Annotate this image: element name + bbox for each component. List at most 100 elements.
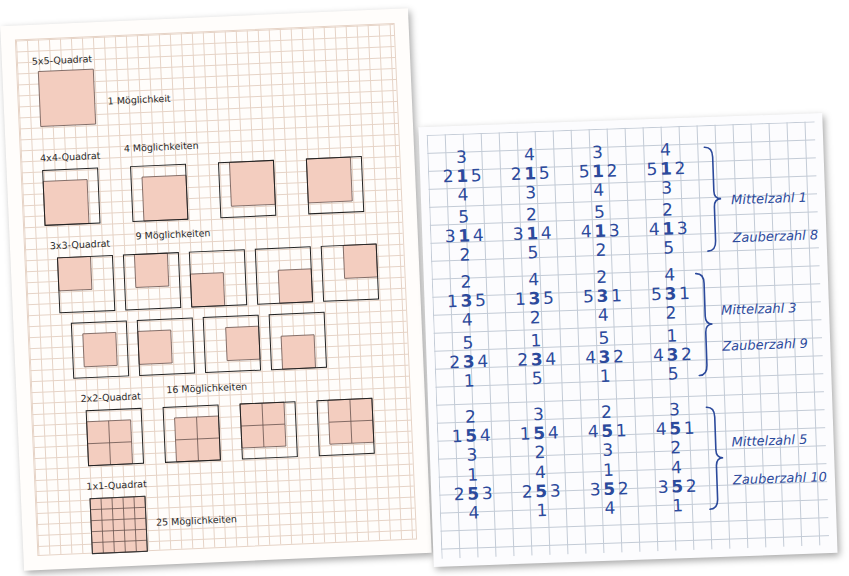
- cross-number: 4: [477, 352, 488, 370]
- cross-number: 1: [660, 159, 672, 177]
- cross-number: 3: [598, 348, 610, 366]
- cross-number: 1: [524, 164, 536, 182]
- frame-5x5: [57, 255, 114, 312]
- cross-number: 1: [467, 465, 478, 483]
- cross-number: 3: [596, 287, 608, 305]
- cross-number: 1: [526, 224, 538, 242]
- cross-number: 2: [534, 443, 545, 461]
- grid-line: [329, 420, 373, 422]
- cross-number: 3: [657, 478, 668, 496]
- cross-number: 3: [482, 484, 493, 502]
- square-3x3: [138, 330, 172, 364]
- cross-number: 5: [651, 285, 662, 303]
- cross-number: 4: [653, 346, 664, 364]
- cross-number: 2: [529, 308, 540, 326]
- cross-number: 2: [465, 407, 476, 425]
- frame-5x5: [90, 496, 147, 553]
- cross-number: 1: [615, 421, 626, 439]
- grid-line: [88, 442, 132, 444]
- cross-number: 1: [611, 286, 622, 304]
- cross-number: 3: [549, 481, 560, 499]
- cross-number: 1: [683, 419, 694, 437]
- cross-number: 3: [513, 225, 524, 243]
- cross-number: 3: [530, 350, 542, 368]
- cross-number: 3: [661, 178, 672, 196]
- cross-number: 4: [547, 423, 558, 441]
- frame-5x5: [218, 160, 275, 217]
- grid-line: [134, 497, 136, 552]
- cross-number: 3: [676, 219, 687, 237]
- cross-number: 2: [517, 351, 528, 369]
- cross-number: 2: [674, 159, 685, 177]
- frame-5x5: [306, 157, 363, 214]
- cross-number: 2: [613, 347, 624, 365]
- cross-number: 4: [671, 458, 682, 476]
- squares-2x2: [175, 416, 221, 462]
- cross-number: 5: [543, 289, 554, 307]
- frame-5x5: [240, 402, 297, 459]
- cross-number: 1: [600, 367, 611, 385]
- cross-number: 2: [442, 167, 453, 185]
- square-4x4: [229, 160, 275, 206]
- cross-number: 3: [602, 441, 613, 459]
- grid-line: [112, 498, 114, 553]
- cross-number: 4: [457, 185, 468, 203]
- frame-5x5: [317, 398, 374, 455]
- cross-number: 4: [524, 145, 535, 163]
- frame-5x5: [255, 247, 312, 304]
- cross-number: 2: [526, 205, 537, 223]
- cross-number: 1: [530, 331, 541, 349]
- square-3x3: [278, 269, 312, 303]
- square-3x3: [83, 332, 117, 366]
- square-illustration: [0, 8, 431, 570]
- grid-paper: 5x5-Quadrat1 Möglichkeit4x4-Quadrat4 Mög…: [0, 8, 431, 570]
- square-3x3: [281, 335, 315, 369]
- square-4x4: [142, 175, 188, 221]
- cross-number: 2: [595, 241, 606, 259]
- bracket-note: Zauberzahl 8: [732, 227, 818, 246]
- cross-number: 5: [527, 243, 538, 261]
- square-3x3: [134, 253, 168, 287]
- frame-5x5: [203, 315, 260, 372]
- cross-number: 1: [464, 371, 475, 389]
- frame-5x5: [163, 405, 220, 462]
- cross-number: 4: [480, 426, 491, 444]
- cross-number: 4: [585, 348, 596, 366]
- cross-number: 5: [601, 422, 613, 440]
- square-4x4: [43, 180, 89, 226]
- cross-number: 4: [461, 310, 472, 328]
- frame-5x5: [189, 250, 246, 307]
- grid-line: [241, 424, 285, 426]
- cross-number: 5: [663, 238, 674, 256]
- squares-2x2: [87, 420, 133, 466]
- cross-number: 2: [459, 245, 470, 263]
- cross-number: 2: [670, 438, 681, 456]
- frame-5x5: [137, 318, 194, 375]
- cross-number: 4: [597, 306, 608, 324]
- cross-number: 3: [666, 345, 678, 363]
- cross-number: 3: [608, 221, 619, 239]
- cross-number: 1: [662, 219, 674, 237]
- bracket-note: Mittelzahl 5: [731, 432, 807, 451]
- cross-number: 2: [681, 345, 692, 363]
- frame-5x5: [269, 312, 326, 369]
- cross-number: 1: [672, 496, 683, 514]
- cross-number: 5: [538, 164, 549, 182]
- cross-number: 3: [462, 352, 474, 370]
- cross-number: 3: [669, 400, 680, 418]
- cross-number: 5: [603, 480, 615, 498]
- cross-number: 5: [533, 424, 545, 442]
- cross-number: 1: [594, 222, 606, 240]
- cross-number: 3: [466, 445, 477, 463]
- cross-number: 1: [666, 326, 677, 344]
- bracket-note: Zauberzahl 10: [733, 469, 828, 488]
- cross-number: 5: [470, 166, 481, 184]
- cross-number: 5: [669, 419, 681, 437]
- cross-number: 2: [454, 485, 465, 503]
- cross-number: 5: [465, 426, 477, 444]
- cross-number: 1: [456, 166, 468, 184]
- curly-bracket: [706, 407, 725, 509]
- cross-number: 2: [522, 482, 533, 500]
- square-3x3: [190, 273, 224, 307]
- cross-number: 2: [665, 303, 676, 321]
